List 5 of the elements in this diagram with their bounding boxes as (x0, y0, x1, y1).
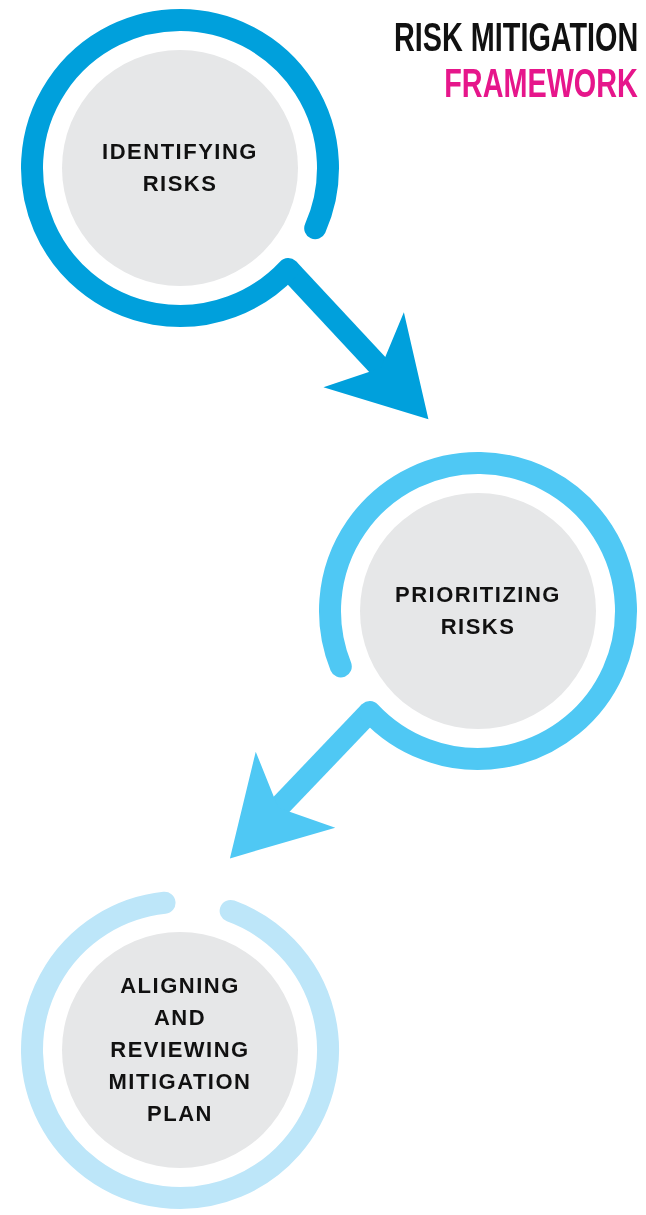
step-label: IDENTIFYING RISKS (101, 138, 259, 198)
title: RISK MITIGATION (393, 14, 638, 60)
step-label: PRIORITIZING RISKS (394, 581, 562, 641)
step-label: ALIGNING AND REVIEWING MITIGATION PLAN (107, 972, 253, 1128)
title-subline: FRAMEWORK (444, 60, 638, 106)
